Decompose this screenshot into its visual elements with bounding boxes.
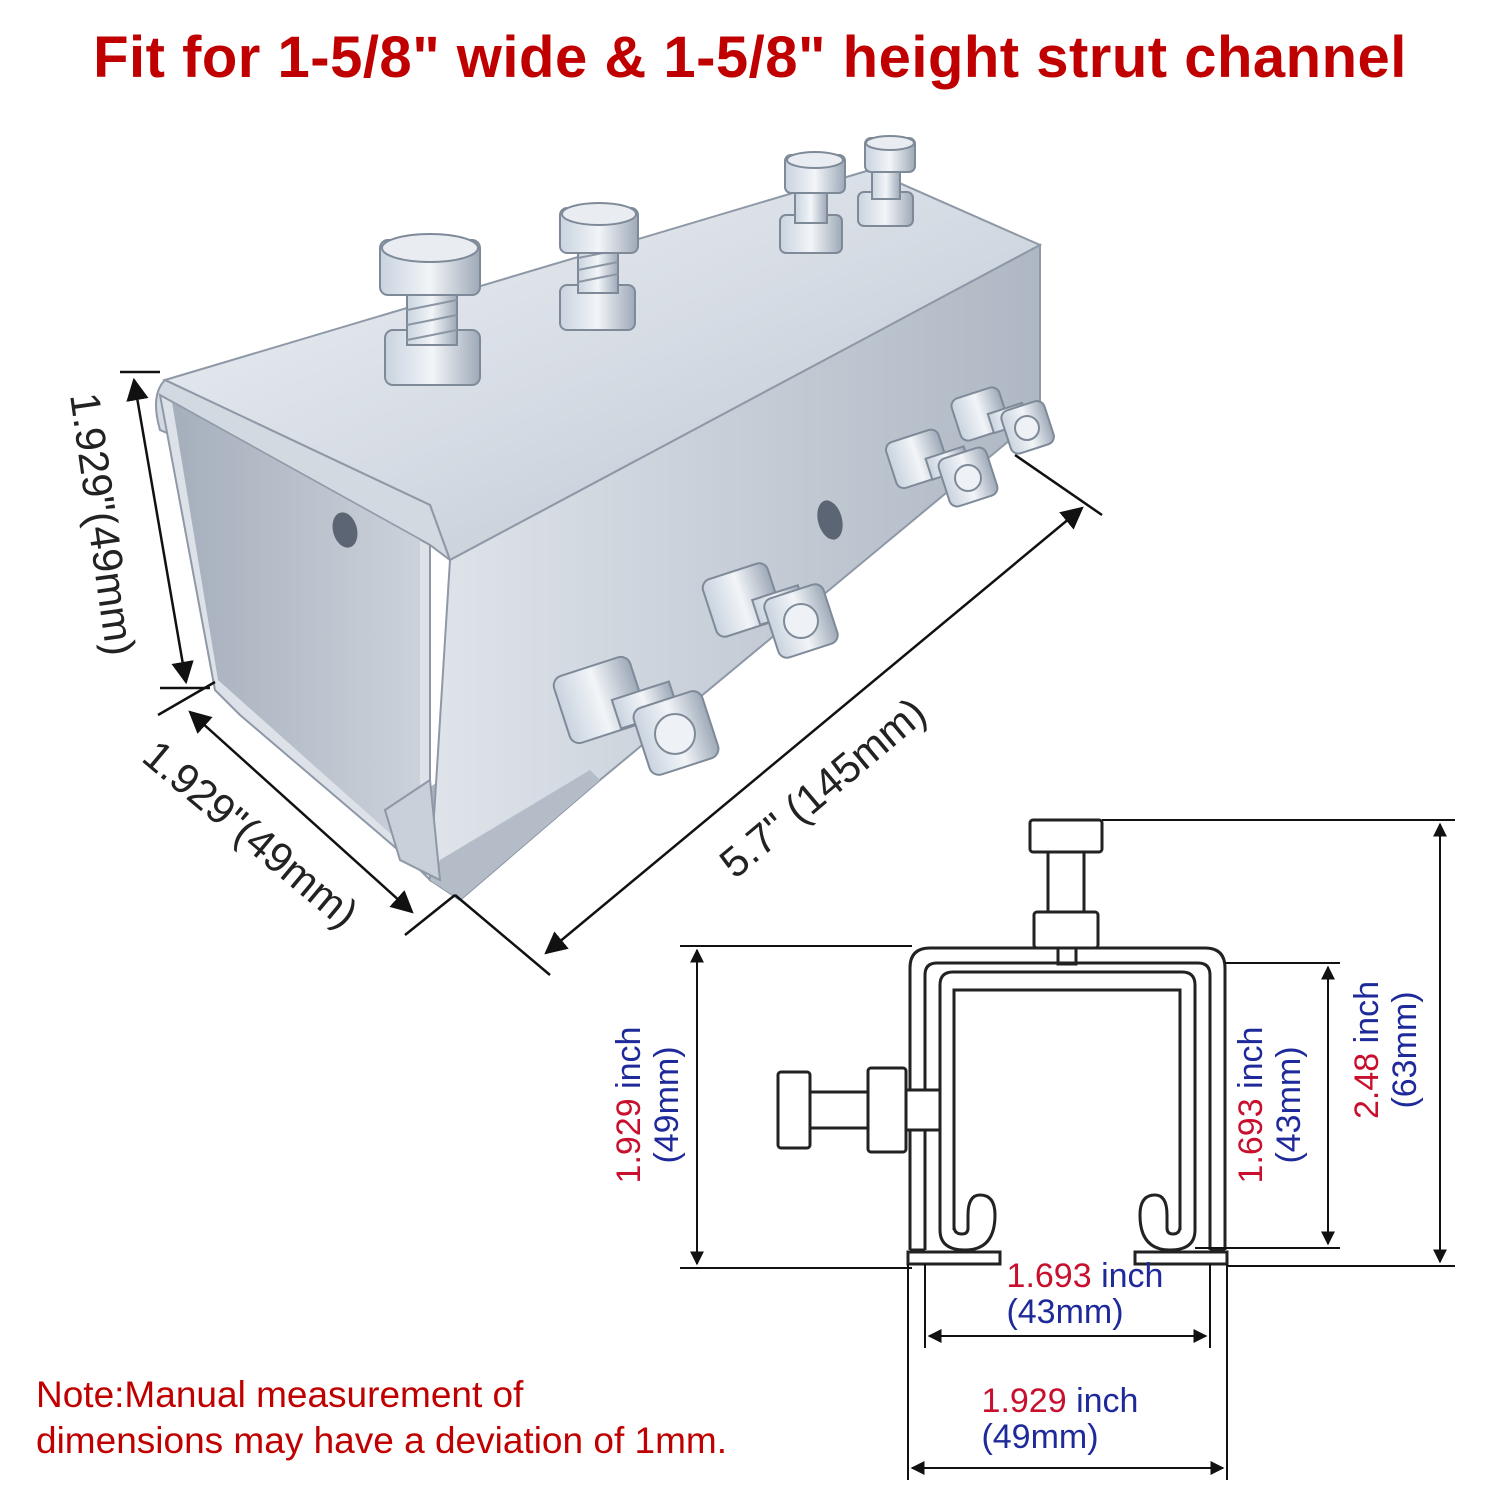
dimension-arrow-icon [120, 370, 1103, 976]
inner-height-inch-unit: inch [1232, 1027, 1270, 1099]
outer-height-dimension: 1.929 inch (49mm) [610, 1027, 686, 1184]
inner-width-inch-unit: inch [1092, 1257, 1164, 1295]
outer-height-inch: 1.929 [610, 1098, 648, 1183]
photo-height-label: 1.929"(49mm) [61, 390, 144, 659]
svg-text:2.48 inch: 2.48 inch [1348, 981, 1386, 1119]
inner-width-inch: 1.693 [1007, 1257, 1092, 1295]
inner-height-mm: (43mm) [1270, 1046, 1308, 1163]
measurement-note: Note:Manual measurement of dimensions ma… [36, 1372, 727, 1464]
total-height-mm: (63mm) [1386, 991, 1424, 1108]
outer-width-inch-unit: inch [1067, 1382, 1139, 1420]
outer-width-inch: 1.929 [982, 1382, 1067, 1420]
outer-height-mm: (49mm) [648, 1046, 686, 1163]
total-height-inch-unit: inch [1348, 981, 1386, 1053]
inner-width-mm: (43mm) [1006, 1293, 1123, 1331]
total-height-inch: 2.48 [1348, 1053, 1386, 1119]
svg-text:1.693 inch: 1.693 inch [1007, 1257, 1164, 1295]
total-height-dimension: 2.48 inch (63mm) [1348, 981, 1424, 1119]
note-line-2: dimensions may have a deviation of 1mm. [36, 1420, 728, 1461]
page-title: Fit for 1-5/8" wide & 1-5/8" height stru… [93, 25, 1407, 90]
outer-width-mm: (49mm) [981, 1418, 1098, 1456]
inner-height-inch: 1.693 [1232, 1098, 1270, 1183]
inner-height-dimension: 1.693 inch (43mm) [1232, 1027, 1308, 1184]
hex-bolt-icon [379, 135, 916, 386]
note-line-1: Note:Manual measurement of [36, 1374, 524, 1415]
svg-text:1.929 inch: 1.929 inch [610, 1027, 648, 1184]
inner-width-dimension: 1.693 inch (43mm) [1006, 1257, 1163, 1331]
svg-text:1.929 inch: 1.929 inch [982, 1382, 1139, 1420]
cross-section-drawing [776, 818, 1229, 1266]
outer-width-dimension: 1.929 inch (49mm) [981, 1382, 1138, 1456]
svg-text:1.693 inch: 1.693 inch [1232, 1027, 1270, 1184]
outer-height-inch-unit: inch [610, 1027, 648, 1099]
